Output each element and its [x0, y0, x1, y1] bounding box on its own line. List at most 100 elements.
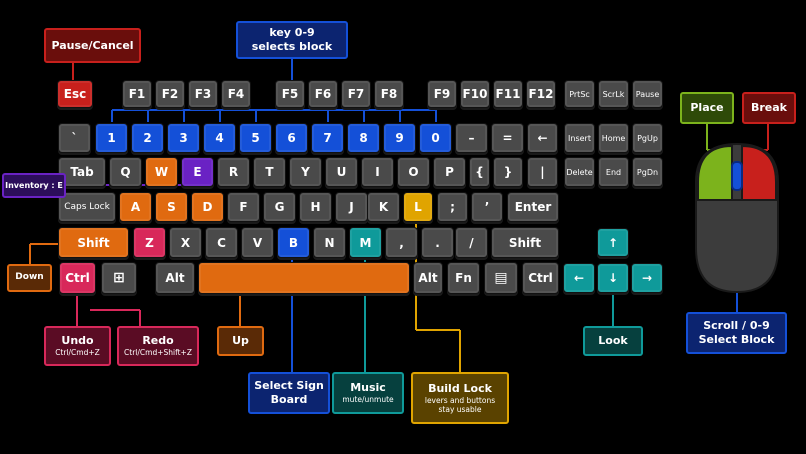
key-f[interactable]: F: [227, 192, 260, 222]
key-f3[interactable]: F3: [188, 80, 218, 108]
key-p[interactable]: P: [433, 157, 466, 187]
key-fn[interactable]: Fn: [447, 262, 480, 294]
windows-icon[interactable]: ⊞: [101, 262, 137, 294]
key-space[interactable]: [198, 262, 410, 294]
key-b[interactable]: B: [277, 227, 310, 258]
key-lalt[interactable]: Alt: [155, 262, 195, 294]
key-backspace[interactable]: ←: [527, 123, 558, 153]
key-f9[interactable]: F9: [427, 80, 457, 108]
key-lshift[interactable]: Shift: [58, 227, 129, 258]
label-build-lock: Build Lock levers and buttons stay usabl…: [411, 372, 509, 424]
key-h[interactable]: H: [299, 192, 332, 222]
key-u[interactable]: U: [325, 157, 358, 187]
key-rbrace[interactable]: }: [493, 157, 523, 187]
key-f11[interactable]: F11: [493, 80, 523, 108]
key-pgdn[interactable]: PgDn: [632, 157, 663, 187]
key-backtick[interactable]: `: [58, 123, 91, 153]
key-quote[interactable]: ’: [471, 192, 503, 222]
key-comma[interactable]: ,: [385, 227, 418, 258]
key-f1[interactable]: F1: [122, 80, 152, 108]
key-l[interactable]: L: [403, 192, 433, 222]
key-8[interactable]: 8: [347, 123, 380, 153]
key-rshift[interactable]: Shift: [491, 227, 559, 258]
key-j[interactable]: J: [335, 192, 368, 222]
key-semicolon[interactable]: ;: [437, 192, 468, 222]
menu-icon[interactable]: ▤: [484, 262, 518, 294]
key-f6[interactable]: F6: [308, 80, 338, 108]
key-z[interactable]: Z: [133, 227, 166, 258]
label-undo-text: Undo: [61, 334, 94, 348]
key-arrow-down[interactable]: ↓: [597, 263, 629, 293]
key-1[interactable]: 1: [95, 123, 128, 153]
key-pause[interactable]: Pause: [632, 80, 663, 108]
label-key-0-9-line2: selects block: [251, 40, 333, 53]
key-arrow-up[interactable]: ↑: [597, 228, 629, 257]
key-f8[interactable]: F8: [374, 80, 404, 108]
key-e[interactable]: E: [181, 157, 214, 187]
key-insert[interactable]: Insert: [564, 123, 595, 153]
key-3[interactable]: 3: [167, 123, 200, 153]
key-n[interactable]: N: [313, 227, 346, 258]
key-a[interactable]: A: [119, 192, 152, 222]
key-2[interactable]: 2: [131, 123, 164, 153]
key-delete[interactable]: Delete: [564, 157, 595, 187]
label-undo: Undo Ctrl/Cmd+Z: [44, 326, 111, 366]
label-down-text: Down: [15, 272, 44, 283]
label-redo: Redo Ctrl/Cmd+Shift+Z: [117, 326, 199, 366]
key-enter[interactable]: Enter: [507, 192, 559, 222]
key-6[interactable]: 6: [275, 123, 308, 153]
key-m[interactable]: M: [349, 227, 382, 258]
label-pause-cancel: Pause/Cancel: [44, 28, 141, 63]
key-esc[interactable]: Esc: [57, 80, 93, 108]
mouse-right-button: [741, 144, 777, 201]
key-i[interactable]: I: [361, 157, 394, 187]
key-o[interactable]: O: [397, 157, 430, 187]
key-q[interactable]: Q: [109, 157, 142, 187]
label-key-0-9-line1: key 0-9: [269, 26, 315, 40]
key-g[interactable]: G: [263, 192, 296, 222]
key-arrow-right[interactable]: →: [631, 263, 663, 293]
label-select-sign-line2: Board: [270, 393, 308, 406]
key-equals[interactable]: =: [491, 123, 524, 153]
key-x[interactable]: X: [169, 227, 202, 258]
key-r[interactable]: R: [217, 157, 250, 187]
key-5[interactable]: 5: [239, 123, 272, 153]
key-s[interactable]: S: [155, 192, 188, 222]
key-t[interactable]: T: [253, 157, 286, 187]
key-v[interactable]: V: [241, 227, 274, 258]
key-minus[interactable]: –: [455, 123, 488, 153]
key-f10[interactable]: F10: [460, 80, 490, 108]
label-break-text: Break: [750, 101, 787, 115]
key-f7[interactable]: F7: [341, 80, 371, 108]
key-capslock[interactable]: Caps Lock: [58, 192, 116, 222]
label-look-text: Look: [598, 334, 628, 348]
key-0[interactable]: 0: [419, 123, 452, 153]
key-7[interactable]: 7: [311, 123, 344, 153]
key-prtsc[interactable]: PrtSc: [564, 80, 595, 108]
key-slash[interactable]: /: [455, 227, 488, 258]
key-f2[interactable]: F2: [155, 80, 185, 108]
key-w[interactable]: W: [145, 157, 178, 187]
key-pgup[interactable]: PgUp: [632, 123, 663, 153]
key-scrlk[interactable]: ScrLk: [598, 80, 629, 108]
key-pipe[interactable]: |: [527, 157, 558, 187]
key-end[interactable]: End: [598, 157, 629, 187]
key-period[interactable]: .: [421, 227, 454, 258]
key-f12[interactable]: F12: [526, 80, 556, 108]
key-f4[interactable]: F4: [221, 80, 251, 108]
key-4[interactable]: 4: [203, 123, 236, 153]
key-ralt[interactable]: Alt: [413, 262, 443, 294]
key-k[interactable]: K: [367, 192, 400, 222]
key-rctrl[interactable]: Ctrl: [522, 262, 559, 294]
label-pause-cancel-text: Pause/Cancel: [51, 38, 134, 52]
key-home[interactable]: Home: [598, 123, 629, 153]
key-c[interactable]: C: [205, 227, 238, 258]
key-lctrl[interactable]: Ctrl: [59, 262, 96, 294]
key-d[interactable]: D: [191, 192, 224, 222]
key-9[interactable]: 9: [383, 123, 416, 153]
key-y[interactable]: Y: [289, 157, 322, 187]
key-f5[interactable]: F5: [275, 80, 305, 108]
key-tab[interactable]: Tab: [58, 157, 106, 187]
key-lbrace[interactable]: {: [469, 157, 490, 187]
key-arrow-left[interactable]: ←: [563, 263, 595, 293]
